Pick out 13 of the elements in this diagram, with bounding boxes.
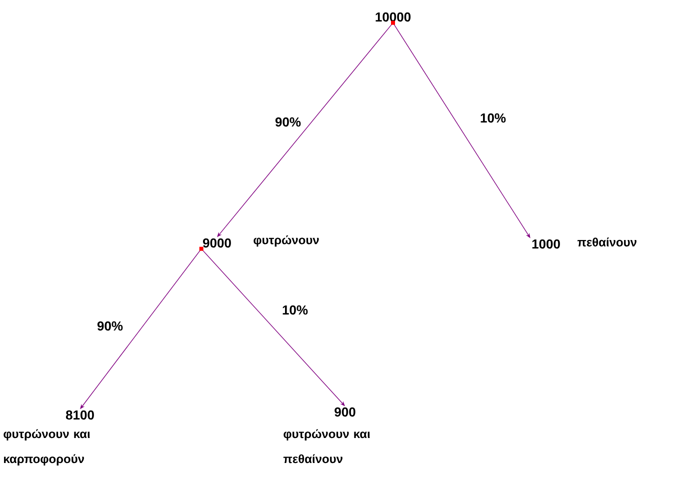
description-text: πεθαίνουν [577, 238, 636, 246]
edge-label: 90% [96, 320, 124, 332]
number-label: 900 [334, 407, 356, 417]
edge-label: 10% [281, 304, 310, 316]
edge-label: 10% [479, 112, 508, 124]
number-label: 8100 [66, 410, 94, 420]
description-text: φυτρώνουν και καρποφορούν [4, 429, 90, 466]
number-label: 9000 [203, 238, 231, 248]
description-text: φυτρώνουν [254, 235, 319, 247]
number-label: 10000 [376, 12, 411, 22]
edge-label: 90% [274, 116, 302, 128]
number-label: 1000 [532, 239, 560, 249]
description-text: φυτρώνουν και πεθαίνουν [283, 429, 370, 464]
